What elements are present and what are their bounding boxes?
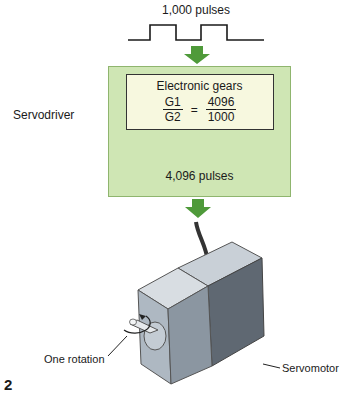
numerator: 4096 <box>206 95 237 110</box>
callout-label: One rotation <box>44 353 105 365</box>
device-label: Servodriver <box>13 108 74 122</box>
flow-arrow <box>185 199 211 218</box>
servomotor-illustration <box>108 222 280 384</box>
flow-arrow <box>184 46 210 64</box>
leader-line <box>108 336 127 356</box>
denominator: 1000 <box>206 110 237 124</box>
box-title: Electronic gears <box>137 79 263 93</box>
rotation-arrow <box>124 316 150 333</box>
pulse-count: 1,000 pulses <box>162 3 230 17</box>
figure-number: 2 <box>4 376 12 393</box>
numerator: G1 <box>163 95 183 110</box>
servodriver-box: Servodriver4,096 pulsesElectronic gearsG… <box>108 66 291 197</box>
leader-line <box>263 364 280 368</box>
denominator: G2 <box>163 110 183 124</box>
pulse-count: 4,096 pulses <box>109 169 290 183</box>
equals-sign: = <box>189 103 200 117</box>
electronic-gears-box: Electronic gearsG1G2 = 40961000 <box>126 74 274 130</box>
part-label: Servomotor <box>282 362 339 374</box>
input-pulse-wave <box>128 25 264 40</box>
